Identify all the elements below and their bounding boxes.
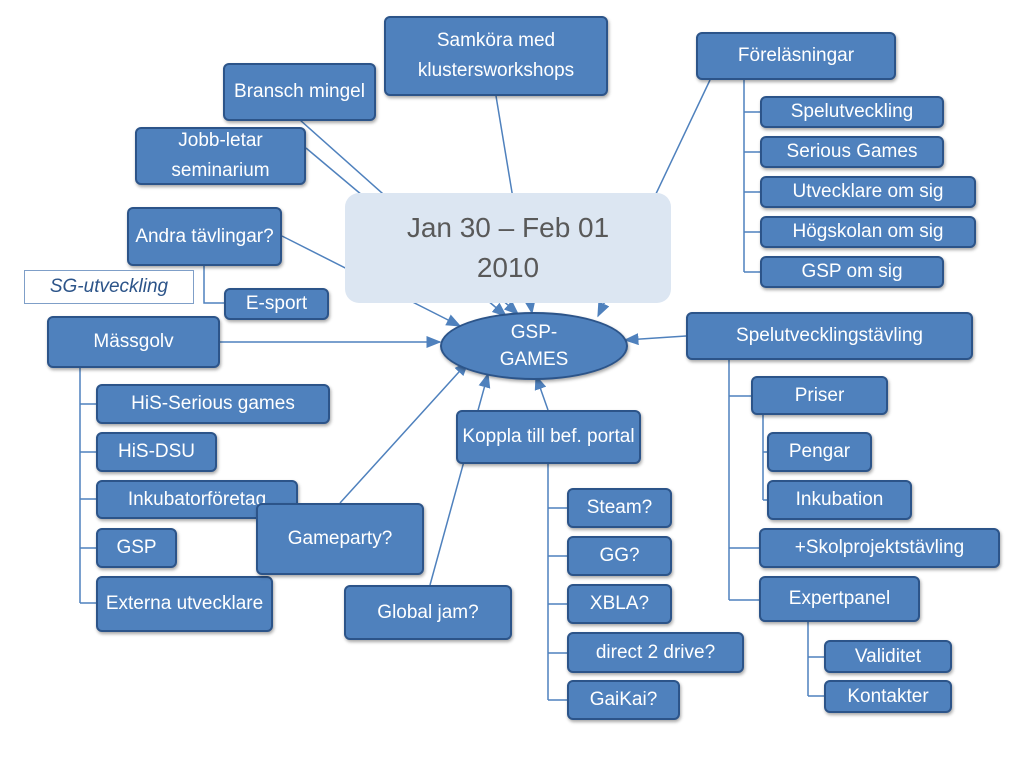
node-skolprojekt[interactable]: +Skolprojektstävling — [759, 528, 1000, 568]
node-esport[interactable]: E-sport — [224, 288, 329, 320]
node-steam[interactable]: Steam? — [567, 488, 672, 528]
node-sg-utveckling[interactable]: SG-utveckling — [24, 270, 194, 304]
node-massgolv[interactable]: Mässgolv — [47, 316, 220, 368]
node-pengar[interactable]: Pengar — [767, 432, 872, 472]
tavling-branch — [728, 360, 759, 601]
node-hogskolan-om-sig[interactable]: Högskolan om sig — [760, 216, 976, 248]
node-jobb[interactable]: Jobb-letar seminarium — [135, 127, 306, 185]
node-gsp[interactable]: GSP — [96, 528, 177, 568]
andra-branch — [203, 266, 224, 304]
node-direct2drive[interactable]: direct 2 drive? — [567, 632, 744, 673]
node-spelutv-tavling[interactable]: Spelutvecklingstävling — [686, 312, 973, 360]
node-kontakter[interactable]: Kontakter — [824, 680, 952, 713]
priser-branch — [762, 415, 767, 501]
node-xbla[interactable]: XBLA? — [567, 584, 672, 624]
expertpanel-branch — [807, 622, 824, 697]
node-serious-games[interactable]: Serious Games — [760, 136, 944, 168]
node-global-jam[interactable]: Global jam? — [344, 585, 512, 640]
hub-node[interactable]: GSP- GAMES — [440, 312, 628, 380]
node-gameparty[interactable]: Gameparty? — [256, 503, 424, 575]
hub-label-line1: GSP- — [510, 322, 558, 343]
hub-label-line2: GAMES — [499, 349, 569, 370]
koppla-branch — [547, 463, 567, 701]
node-inkubation[interactable]: Inkubation — [767, 480, 912, 520]
node-bransch[interactable]: Bransch mingel — [223, 63, 376, 121]
node-validitet[interactable]: Validitet — [824, 640, 952, 673]
year: 2010 — [476, 252, 540, 283]
arrow-koppla — [534, 374, 549, 411]
node-his-serious[interactable]: HiS-Serious games — [96, 384, 330, 424]
node-expertpanel[interactable]: Expertpanel — [759, 576, 920, 622]
arrow-global-jam — [429, 372, 491, 586]
forelasningar-branch — [743, 80, 760, 273]
node-spelutveckling[interactable]: Spelutveckling — [760, 96, 944, 128]
node-utvecklare-om-sig[interactable]: Utvecklare om sig — [760, 176, 976, 208]
node-priser[interactable]: Priser — [751, 376, 888, 415]
date-range: Jan 30 – Feb 01 — [406, 212, 610, 243]
massgolv-branch — [79, 368, 96, 604]
arrow-spelutv — [623, 333, 687, 346]
node-his-dsu[interactable]: HiS-DSU — [96, 432, 217, 472]
date-banner: Jan 30 – Feb 01 2010 — [345, 193, 671, 303]
node-andra[interactable]: Andra tävlingar? — [127, 207, 282, 266]
node-externa[interactable]: Externa utvecklare — [96, 576, 273, 632]
arrow-gameparty — [339, 360, 470, 504]
node-gaikai[interactable]: GaiKai? — [567, 680, 680, 720]
node-gg[interactable]: GG? — [567, 536, 672, 576]
node-gsp-om-sig[interactable]: GSP om sig — [760, 256, 944, 288]
node-forelasningar[interactable]: Föreläsningar — [696, 32, 896, 80]
node-samkora[interactable]: Samköra med klustersworkshops — [384, 16, 608, 96]
node-koppla[interactable]: Koppla till bef. portal — [456, 410, 641, 464]
